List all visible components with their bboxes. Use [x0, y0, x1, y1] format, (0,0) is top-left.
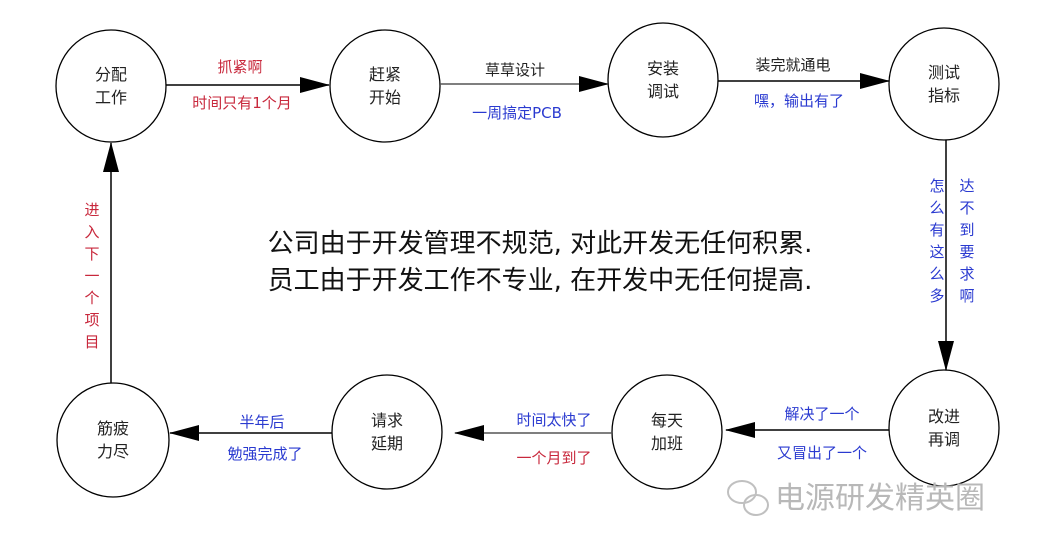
node-label: 调试	[647, 82, 679, 101]
node-label: 筋疲	[97, 419, 129, 438]
char: 下	[84, 245, 99, 263]
node-label: 力尽	[97, 442, 129, 461]
char: 么	[929, 265, 944, 283]
char: 个	[84, 289, 99, 307]
node-label: 工作	[95, 88, 127, 107]
edge-label: 抓紧啊	[217, 58, 262, 76]
edge-label: 嘿，输出有了	[754, 92, 844, 110]
edge-label: 解决了一个	[784, 405, 859, 423]
node-label: 改进	[928, 407, 960, 426]
node-label: 赶紧	[369, 65, 401, 84]
node-request-delay: 请求 延期	[331, 374, 443, 490]
node-install-debug: 安装 调试	[607, 22, 719, 138]
node-daily-overtime: 每天 加班	[611, 374, 723, 490]
edge-label: 勉强完成了	[227, 445, 302, 463]
char: 一	[84, 267, 99, 285]
char: 不	[959, 199, 974, 217]
node-label: 分配	[95, 65, 127, 84]
char: 项	[84, 311, 99, 329]
node-label: 请求	[371, 411, 403, 430]
edge-label: 草草设计	[485, 61, 545, 79]
edge-label: 又冒出了一个	[777, 444, 867, 462]
node-label: 再调	[928, 430, 960, 449]
char: 求	[959, 265, 974, 283]
edge-label: 一个月到了	[516, 449, 591, 467]
edge-label: 半年后	[239, 413, 284, 431]
char: 多	[929, 287, 944, 305]
center-statement-1: 公司由于开发管理不规范, 对此开发无任何积累.	[268, 229, 813, 259]
node-label: 指标	[928, 86, 960, 105]
edge-label-vertical-left: 怎 么 有 这 么 多	[929, 177, 944, 305]
char: 达	[959, 177, 974, 195]
node-start: 赶紧 开始	[329, 29, 441, 143]
char: 啊	[959, 287, 974, 305]
char: 到	[959, 221, 974, 239]
edge-label: 时间只有1个月	[192, 94, 292, 112]
node-label: 延期	[371, 434, 403, 453]
char: 么	[929, 199, 944, 217]
node-label: 加班	[651, 434, 683, 453]
node-label: 开始	[369, 88, 401, 107]
char: 这	[929, 243, 944, 261]
edge-label: 装完就通电	[755, 56, 830, 74]
node-assign-work: 分配 工作	[55, 29, 167, 143]
char: 有	[929, 221, 944, 239]
node-improve-retune: 改进 再调	[888, 369, 1000, 487]
node-label: 测试	[928, 63, 960, 82]
wechat-icon	[727, 480, 769, 516]
char: 进	[84, 201, 99, 219]
char: 入	[84, 223, 99, 241]
char: 要	[959, 243, 974, 261]
node-exhausted: 筋疲 力尽	[56, 382, 170, 498]
node-test-specs: 测试 指标	[888, 27, 1000, 141]
edge-label: 一周搞定PCB	[472, 104, 562, 122]
node-label: 每天	[651, 411, 683, 430]
edge-label-vertical-right: 达 不 到 要 求 啊	[959, 177, 974, 305]
edge-label-next-project: 进 入 下 一 个 项 目	[84, 201, 99, 351]
edge-label: 时间太快了	[516, 411, 591, 429]
node-label: 安装	[647, 59, 679, 78]
center-statement-2: 员工由于开发工作不专业, 在开发中无任何提高.	[268, 266, 813, 296]
char: 目	[84, 333, 99, 351]
watermark: 电源研发精英圈	[775, 481, 985, 516]
char: 怎	[929, 177, 944, 195]
